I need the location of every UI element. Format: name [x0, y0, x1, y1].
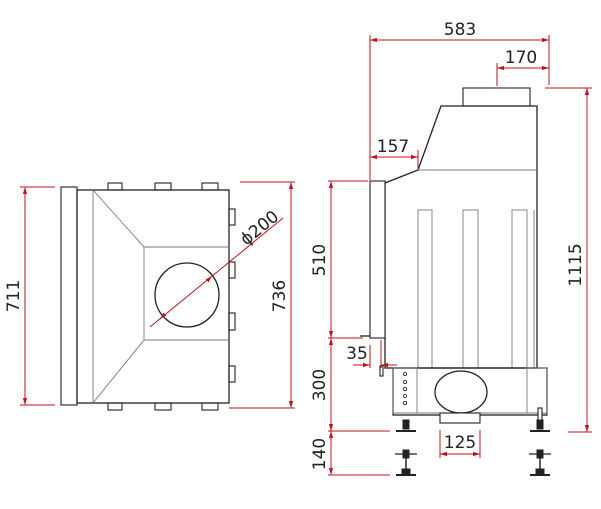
dim-170-label: 170: [505, 48, 537, 68]
dim-35-label: 35: [346, 344, 368, 364]
dim-711-label: 711: [4, 280, 24, 312]
air-inlet: [434, 370, 488, 414]
dim-736-label: 736: [270, 280, 290, 312]
dimension-711: 711: [4, 186, 55, 406]
door-panel: [369, 180, 386, 339]
dim-300-label: 300: [310, 369, 330, 401]
feet: [395, 419, 551, 476]
dimension-736: 736: [229, 181, 295, 409]
dimension-583: 583: [369, 20, 550, 180]
dimension-35: 35: [346, 340, 397, 368]
dim-140-label: 140: [310, 438, 330, 470]
dim-510-label: 510: [310, 244, 330, 276]
top-view: 711 736 ϕ200: [4, 181, 295, 411]
dimension-510-300-140: 510 300 140: [310, 180, 390, 476]
dim-125-label: 125: [444, 433, 476, 453]
dim-157-label: 157: [377, 137, 409, 157]
dimension-170: 170: [496, 48, 549, 86]
dimension-1115: 1115: [545, 87, 592, 433]
dim-diameter-label: ϕ200: [237, 207, 284, 250]
flue-outlet: [154, 262, 220, 328]
dim-1115-label: 1115: [566, 243, 586, 286]
firebox-body: [76, 189, 230, 404]
front-frame: [60, 186, 78, 406]
base: [392, 367, 548, 424]
dimension-125: 125: [439, 430, 481, 458]
convection-channels: [417, 209, 535, 369]
dimension-diameter: ϕ200: [149, 207, 284, 328]
side-view: 583 170 157 1115 510 300 140: [310, 20, 592, 476]
top-tabs: [107, 182, 236, 411]
flue-collar: [462, 87, 531, 107]
dimension-157: 157: [370, 137, 419, 168]
dim-583-label: 583: [444, 20, 476, 40]
